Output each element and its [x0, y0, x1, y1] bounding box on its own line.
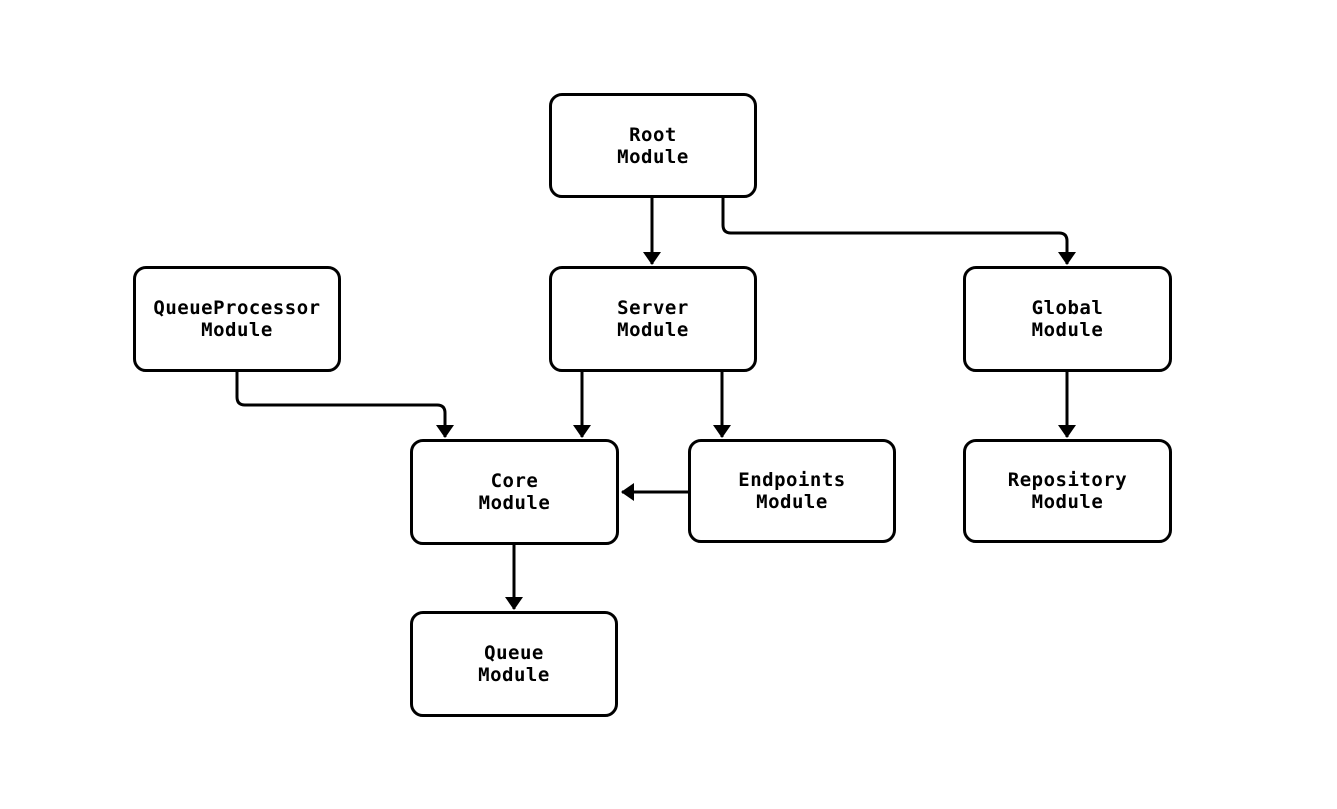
- node-label-line: Module: [756, 491, 828, 513]
- node-label-line: Module: [617, 319, 689, 341]
- node-label-line: Module: [478, 664, 550, 686]
- edge-queueprocessor-to-core: [235, 372, 454, 438]
- node-label-line: Module: [1031, 319, 1104, 341]
- edge-root-to-global: [721, 198, 1076, 265]
- node-label-line: Module: [617, 145, 689, 168]
- node-label-line: Root: [629, 123, 677, 146]
- node-label-line: QueueProcessor: [153, 297, 321, 319]
- node-label-line: Repository: [1007, 469, 1128, 491]
- node-label-line: Endpoints: [738, 469, 846, 491]
- node-label-line: Module: [201, 319, 273, 341]
- node-label-line: Module: [478, 492, 551, 514]
- node-label-line: Server: [617, 297, 689, 319]
- node-label-line: Core: [490, 470, 539, 492]
- node-label-line: Module: [1031, 491, 1104, 513]
- node-label-line: Global: [1031, 297, 1104, 319]
- node-label-line: Queue: [484, 642, 544, 664]
